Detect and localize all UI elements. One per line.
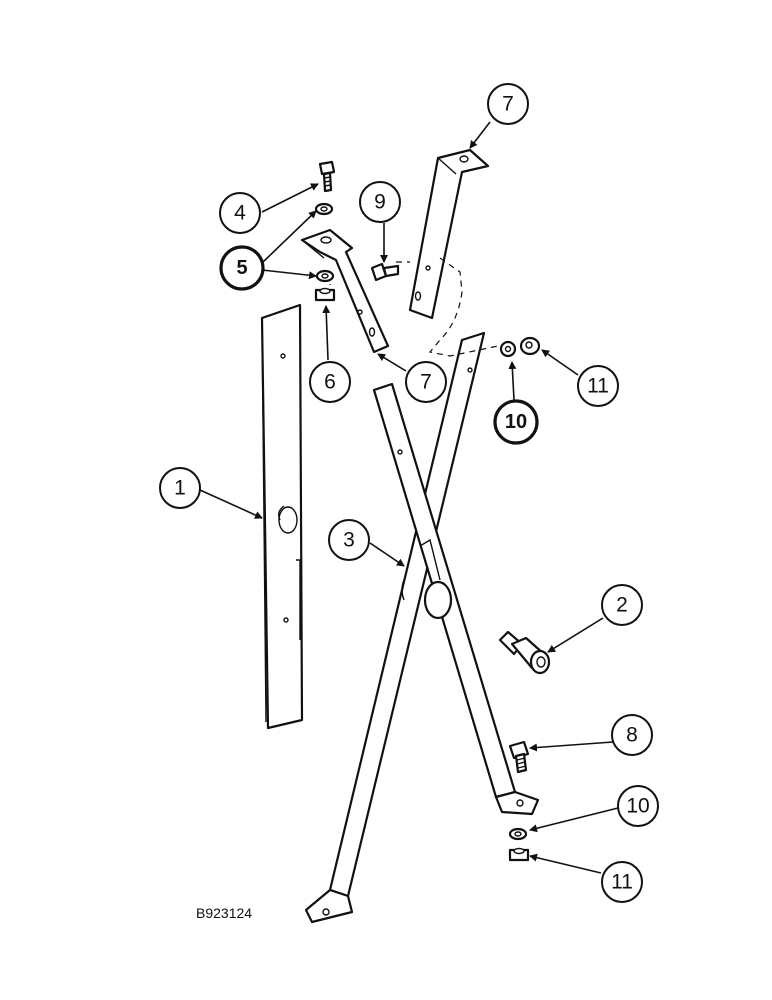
callout-7-upper-label: 7 [502, 93, 514, 116]
part-3-x-support [304, 331, 540, 924]
callout-3-label: 3 [343, 529, 355, 552]
callout-7-lower: 7 [405, 361, 447, 403]
part-8-bolt [508, 740, 530, 774]
callout-11-upper-label: 11 [587, 375, 609, 398]
callout-5: 5 [219, 245, 265, 291]
callout-10-upper: 10 [493, 399, 539, 445]
part-2-pin [498, 630, 551, 675]
callout-7-upper: 7 [487, 83, 529, 125]
callout-10-lower-label: 10 [626, 795, 649, 818]
callout-1-label: 1 [174, 477, 186, 500]
part-1-vertical-bar [260, 303, 304, 730]
part-4-bolt [318, 160, 336, 193]
part-6-nut [314, 287, 336, 302]
part-5-washers [314, 202, 335, 283]
callout-1: 1 [159, 467, 201, 509]
callout-8-label: 8 [626, 724, 638, 747]
callout-2-label: 2 [616, 594, 628, 617]
callout-10-upper-label: 10 [505, 411, 527, 433]
callout-7-lower-label: 7 [420, 371, 432, 394]
part-7-lower-bracket [300, 228, 390, 354]
figure-code: B923124 [196, 905, 252, 921]
part-11-nut-lower [508, 847, 530, 862]
leader-lines [199, 121, 619, 874]
part-9-bolt [370, 262, 400, 282]
part-11-nut-upper [519, 336, 541, 356]
callout-11-lower-label: 11 [611, 871, 633, 894]
callout-5-label: 5 [236, 257, 247, 279]
part-7-upper-bracket [408, 148, 490, 320]
callout-3: 3 [328, 519, 370, 561]
callout-4: 4 [219, 192, 261, 234]
part-10-washer-upper [499, 340, 517, 358]
callout-11-lower: 11 [601, 861, 643, 903]
callout-8: 8 [611, 714, 653, 756]
callout-11-upper: 11 [577, 365, 619, 407]
callout-2: 2 [601, 584, 643, 626]
callout-10-lower: 10 [617, 785, 659, 827]
callout-9-label: 9 [374, 191, 386, 214]
callout-6: 6 [309, 361, 351, 403]
callout-4-label: 4 [234, 202, 246, 225]
callout-9: 9 [359, 181, 401, 223]
part-10-washer-lower [508, 827, 528, 841]
callout-6-label: 6 [324, 371, 336, 394]
